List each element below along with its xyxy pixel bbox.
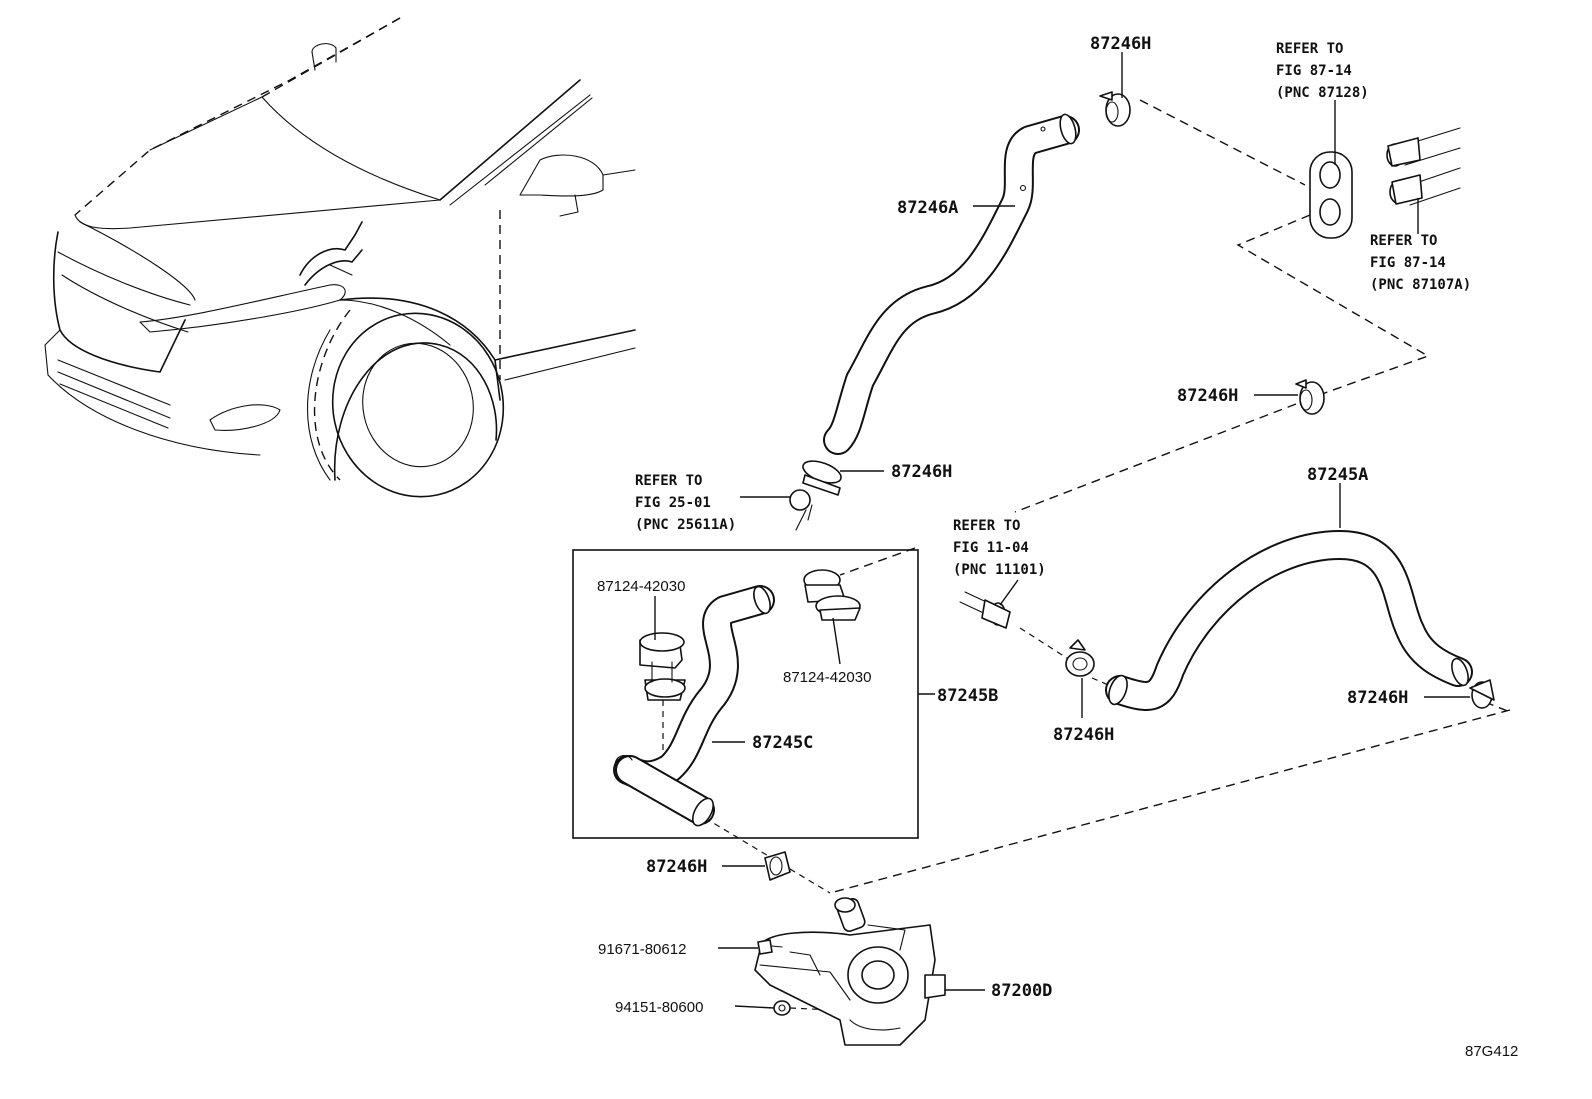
svg-text:(PNC 87107A): (PNC 87107A) xyxy=(1370,277,1471,293)
pipe-25611a[interactable] xyxy=(789,489,813,531)
grommet-87128[interactable] xyxy=(1309,151,1353,239)
svg-text:FIG 25-01: FIG 25-01 xyxy=(635,495,711,511)
hose-87246a[interactable] xyxy=(823,113,1080,455)
refer-to-notes: REFER TO FIG 87-14 (PNC 87128) REFER TO … xyxy=(635,41,1471,578)
label-clamp-right[interactable]: 87124-42030 xyxy=(783,669,871,686)
svg-text:FIG 87-14: FIG 87-14 xyxy=(1276,63,1352,79)
nut-94151-80600[interactable] xyxy=(773,1000,791,1016)
label-clip-under-hose[interactable]: 87246H xyxy=(891,462,952,482)
label-clip-inlet[interactable]: 87246H xyxy=(1053,725,1114,745)
hose-87245a[interactable] xyxy=(1105,530,1473,711)
pipe-87107a[interactable] xyxy=(1386,127,1461,206)
svg-text:REFER TO: REFER TO xyxy=(953,518,1020,534)
label-bolt[interactable]: 91671-80612 xyxy=(598,941,686,958)
bolt-91671-80612[interactable] xyxy=(757,939,783,955)
figure-code: 87G412 xyxy=(1465,1043,1518,1060)
clip-87246h-right-end[interactable] xyxy=(1469,679,1495,709)
clip-87246h-lower-left[interactable] xyxy=(764,851,791,881)
clip-87246h-mid[interactable] xyxy=(1295,379,1325,415)
label-hose-87245a[interactable]: 87245A xyxy=(1307,465,1368,485)
label-hose-87245b[interactable]: 87245B xyxy=(937,686,998,706)
label-hose-87246a[interactable]: 87246A xyxy=(897,198,958,218)
part-labels: 87246H 87246A 87246H 87246H 87245A 87124… xyxy=(597,34,1408,1016)
vehicle-locator-illustration xyxy=(44,17,636,498)
hose-clamp-left[interactable] xyxy=(639,632,686,701)
svg-text:REFER TO: REFER TO xyxy=(1276,41,1343,57)
routing-lines xyxy=(662,99,1511,1011)
pipe-11101[interactable] xyxy=(959,591,1011,629)
label-clip-mid[interactable]: 87246H xyxy=(1177,386,1238,406)
label-valve-87200d[interactable]: 87200D xyxy=(991,981,1052,1001)
ref-fig-87-14-pnc-87107a[interactable]: REFER TO FIG 87-14 (PNC 87107A) xyxy=(1370,233,1471,293)
ref-fig-11-04-pnc-11101[interactable]: REFER TO FIG 11-04 (PNC 11101) xyxy=(953,518,1046,578)
label-clip-right-end[interactable]: 87246H xyxy=(1347,688,1408,708)
label-clamp-left[interactable]: 87124-42030 xyxy=(597,578,685,595)
svg-text:REFER TO: REFER TO xyxy=(1370,233,1437,249)
ref-fig-25-01-pnc-25611a[interactable]: REFER TO FIG 25-01 (PNC 25611A) xyxy=(635,473,736,533)
label-nut[interactable]: 94151-80600 xyxy=(615,999,703,1016)
svg-text:FIG 11-04: FIG 11-04 xyxy=(953,540,1029,556)
clip-87246h-top[interactable] xyxy=(1099,91,1131,127)
svg-text:(PNC 87128): (PNC 87128) xyxy=(1276,85,1369,101)
clip-87246h-inlet[interactable] xyxy=(1065,639,1095,677)
clip-87246h-under-hose[interactable] xyxy=(800,457,844,496)
label-clip-top[interactable]: 87246H xyxy=(1090,34,1151,54)
label-clip-lower-left[interactable]: 87246H xyxy=(646,857,707,877)
label-hose-87245c[interactable]: 87245C xyxy=(752,733,813,753)
water-valve-87200d[interactable] xyxy=(754,897,946,1046)
leader-lines xyxy=(654,52,1470,1009)
svg-text:REFER TO: REFER TO xyxy=(635,473,702,489)
ref-fig-87-14-pnc-87128[interactable]: REFER TO FIG 87-14 (PNC 87128) xyxy=(1276,41,1369,101)
svg-text:(PNC 25611A): (PNC 25611A) xyxy=(635,517,736,533)
svg-text:FIG 87-14: FIG 87-14 xyxy=(1370,255,1446,271)
hose-clamp-right[interactable] xyxy=(803,569,861,621)
svg-text:(PNC 11101): (PNC 11101) xyxy=(953,562,1046,578)
